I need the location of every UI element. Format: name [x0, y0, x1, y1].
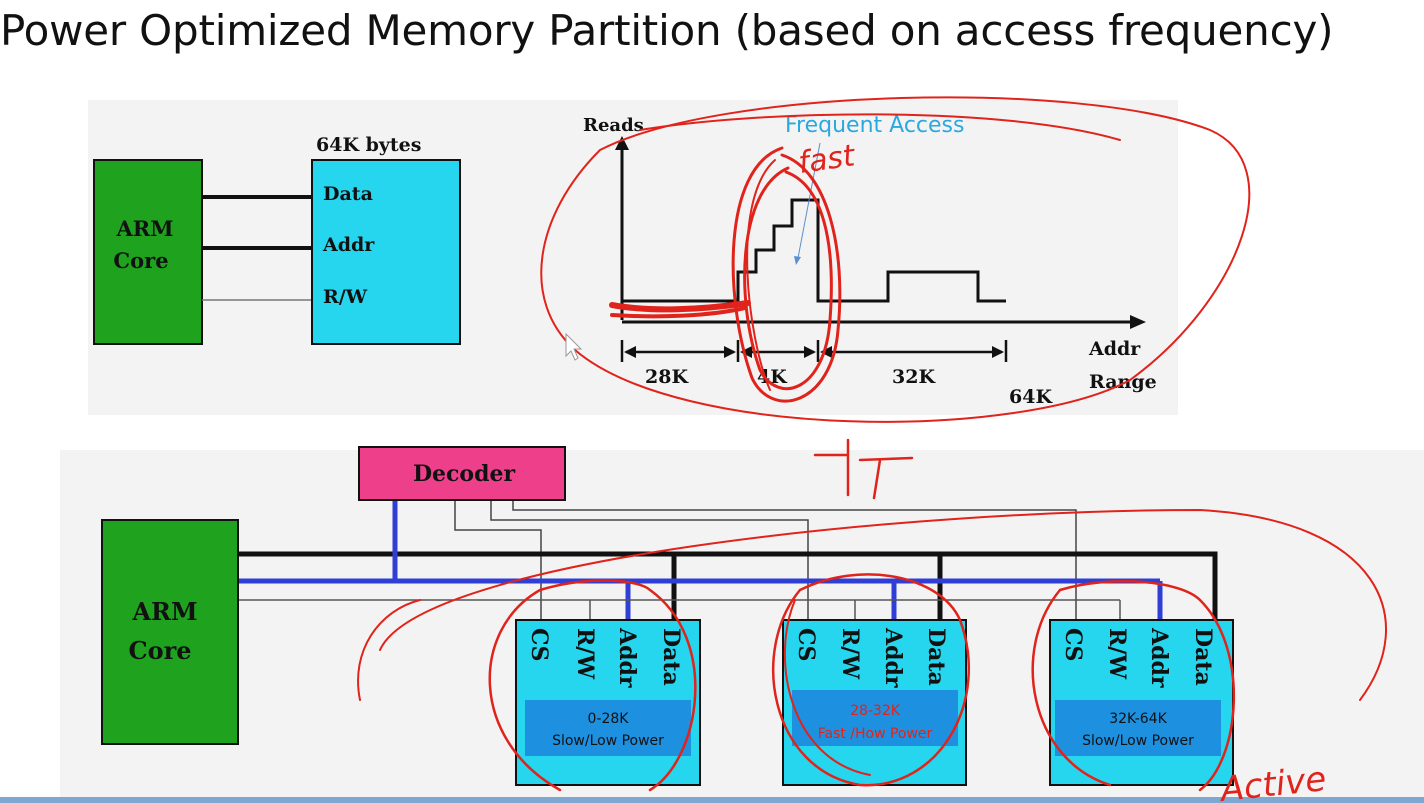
pen-big-ellipse — [540, 96, 1251, 423]
memory-bank-0-28k: CS R/W Addr Data 0-28K Slow/Low Power — [515, 619, 701, 786]
bank-1-type: Slow/Low Power — [552, 733, 664, 749]
access-frequency-graph: Reads Frequent Access 28K 4K 32K 64K Add… — [583, 113, 1157, 408]
pen-note-it: IT — [1400, 799, 1403, 801]
bottom-strip — [0, 797, 1424, 803]
bank-1-port-cs: CS — [526, 628, 552, 661]
pen-note-fast: fast — [796, 138, 858, 181]
bank-1-range: 0-28K — [588, 711, 630, 727]
top-memory-block — [311, 159, 461, 345]
pen-circle-fast-1 — [731, 146, 842, 403]
bank-3-port-rw: R/W — [1104, 628, 1130, 679]
pen-underline-28k-2 — [610, 306, 747, 319]
pen-underline-28k — [609, 300, 751, 313]
bank-2-port-data: Data — [923, 628, 949, 686]
dim-arrow — [820, 346, 832, 358]
segment-32k-label: 32K — [892, 366, 936, 388]
bank-1-port-data: Data — [658, 628, 684, 686]
pen-circle-fast-3 — [746, 159, 776, 391]
mouse-cursor-icon — [565, 332, 583, 361]
bank-2-port-rw: R/W — [837, 628, 863, 679]
pen-circle-bank-3 — [1031, 580, 1235, 792]
decoder-label: Decoder — [413, 461, 516, 487]
bank-2-port-addr: Addr — [880, 627, 906, 688]
dim-arrow — [804, 346, 816, 358]
cs-line-bank-2 — [490, 500, 809, 620]
total-64k-label: 64K — [1009, 386, 1053, 408]
pen-annotations — [357, 96, 1387, 792]
annotation-pointer-head — [794, 256, 801, 265]
port-rw-label: R/W — [323, 286, 368, 308]
x-axis-label-1: Addr — [1088, 338, 1141, 360]
x-axis-arrow — [1130, 315, 1146, 329]
bank-3-range: 32K-64K — [1109, 711, 1167, 727]
pen-bottom-arc-left — [357, 599, 421, 701]
pen-circle-bank-1 — [488, 579, 697, 792]
bank-2-label-box — [792, 690, 958, 746]
bank-1-port-addr: Addr — [614, 627, 640, 688]
bottom-arm-core-label-1: ARM — [131, 597, 197, 626]
bottom-arm-core — [101, 519, 239, 745]
bank-2-type: Fast /How Power — [818, 726, 933, 742]
access-profile-line — [622, 198, 1006, 303]
pen-handwriting-it — [813, 438, 914, 500]
top-diagram-panel — [88, 100, 1178, 415]
pen-bottom-arc — [379, 508, 1387, 701]
segment-28k-label: 28K — [645, 366, 689, 388]
cs-line-bank-3 — [512, 500, 1077, 620]
pen-ellipse-outer — [639, 113, 1121, 141]
y-axis-arrow — [615, 136, 629, 150]
x-axis-label-2: Range — [1089, 371, 1157, 393]
bank-2-port-cs: CS — [793, 628, 819, 661]
port-data-label: Data — [323, 183, 373, 205]
decoder-block — [358, 446, 566, 501]
dim-arrow — [992, 346, 1004, 358]
bottom-memory-system: Decoder ARM Core CS R/W Addr Data 0-28K … — [101, 446, 1234, 786]
data-bus — [238, 551, 1218, 620]
top-memory-system: ARM Core 64K bytes Data Addr R/W — [93, 134, 461, 345]
bank-3-port-addr: Addr — [1146, 627, 1172, 688]
bank-3-port-cs: CS — [1060, 628, 1086, 661]
memory-bank-28-32k: CS R/W Addr Data 28-32K Fast /How Power — [782, 619, 967, 786]
dim-arrow — [624, 346, 636, 358]
bank-2-range: 28-32K — [850, 703, 901, 719]
top-arm-core-label-1: ARM — [116, 216, 174, 241]
pen-circle-bank-2 — [772, 573, 970, 787]
memory-size-label: 64K bytes — [316, 134, 421, 156]
dim-arrow — [740, 346, 752, 358]
annotation-pointer — [797, 142, 821, 259]
segment-4k-label: 4K — [757, 366, 788, 388]
top-arm-core-label-2: Core — [113, 248, 168, 273]
bank-1-label-box — [525, 700, 691, 756]
page-title: Power Optimized Memory Partition (based … — [0, 6, 1334, 55]
port-addr-label: Addr — [322, 234, 375, 256]
frequent-access-annotation: Frequent Access — [785, 113, 964, 138]
bank-3-type: Slow/Low Power — [1082, 733, 1194, 749]
bank-3-label-box — [1055, 700, 1221, 756]
dim-arrow — [724, 346, 736, 358]
bank-3-port-data: Data — [1190, 628, 1216, 686]
cs-line-bank-1 — [454, 500, 542, 620]
bank-1-port-rw: R/W — [572, 628, 598, 679]
bottom-arm-core-label-2: Core — [128, 636, 191, 665]
memory-bank-32k-64k: CS R/W Addr Data 32K-64K Slow/Low Power — [1049, 619, 1234, 786]
top-arm-core — [93, 159, 203, 345]
pen-circle-bank-2b — [783, 599, 871, 776]
y-axis-label: Reads — [583, 115, 644, 136]
